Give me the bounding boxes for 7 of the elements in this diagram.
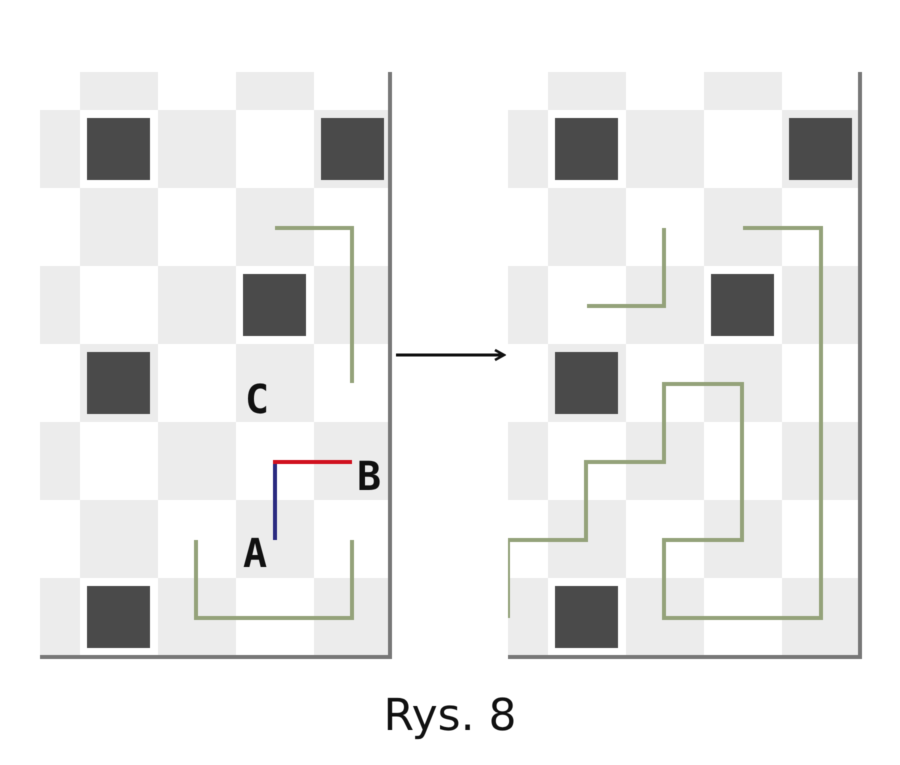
- point-label: C: [245, 380, 270, 420]
- arrow: [396, 348, 506, 362]
- point-label: A: [243, 534, 268, 574]
- grid-board-drawing: [40, 72, 392, 660]
- point-label: B: [357, 457, 382, 497]
- figure-caption: Rys. 8: [383, 690, 517, 741]
- grid-board-drawing: [508, 72, 862, 660]
